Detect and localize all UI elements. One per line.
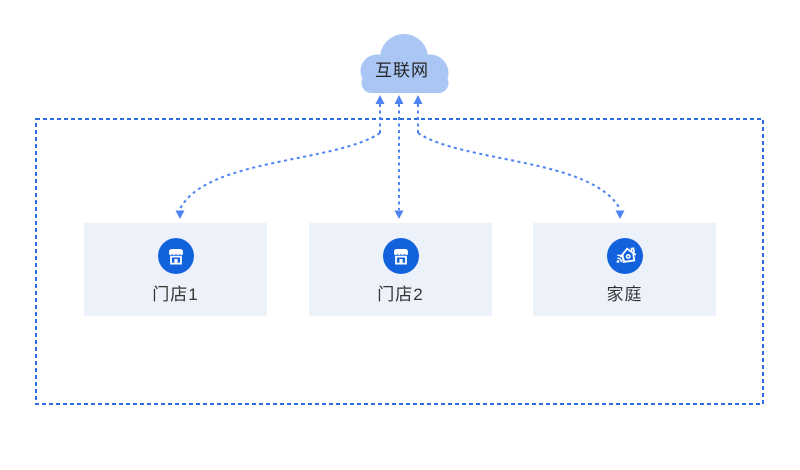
node-home: 家庭 — [533, 223, 716, 316]
boundary-dashed-border — [35, 118, 764, 405]
cloud-label: 互联网 — [375, 61, 429, 80]
arrowhead-down-home — [615, 210, 625, 219]
storefront-icon — [157, 238, 194, 274]
storefront-icon — [382, 238, 419, 274]
node-label: 家庭 — [606, 285, 643, 304]
smart-home-wifi-icon — [606, 238, 643, 274]
node-store-1: 门店1 — [84, 223, 267, 316]
node-label: 门店1 — [152, 285, 199, 304]
node-store-2: 门店2 — [309, 223, 492, 316]
node-label: 门店2 — [377, 285, 424, 304]
cloud-icon — [360, 34, 449, 93]
arrowhead-down-store-2 — [394, 210, 404, 219]
arrowhead-down-store-1 — [175, 210, 185, 219]
dashed-connectors — [179, 104, 621, 210]
arrowheads — [175, 95, 625, 219]
arrowhead-up-middle — [394, 95, 404, 104]
arrowhead-up-right — [413, 95, 423, 104]
curve-to-store-1 — [179, 132, 381, 210]
arrowhead-up-left — [375, 95, 385, 104]
curve-to-home — [417, 132, 621, 210]
